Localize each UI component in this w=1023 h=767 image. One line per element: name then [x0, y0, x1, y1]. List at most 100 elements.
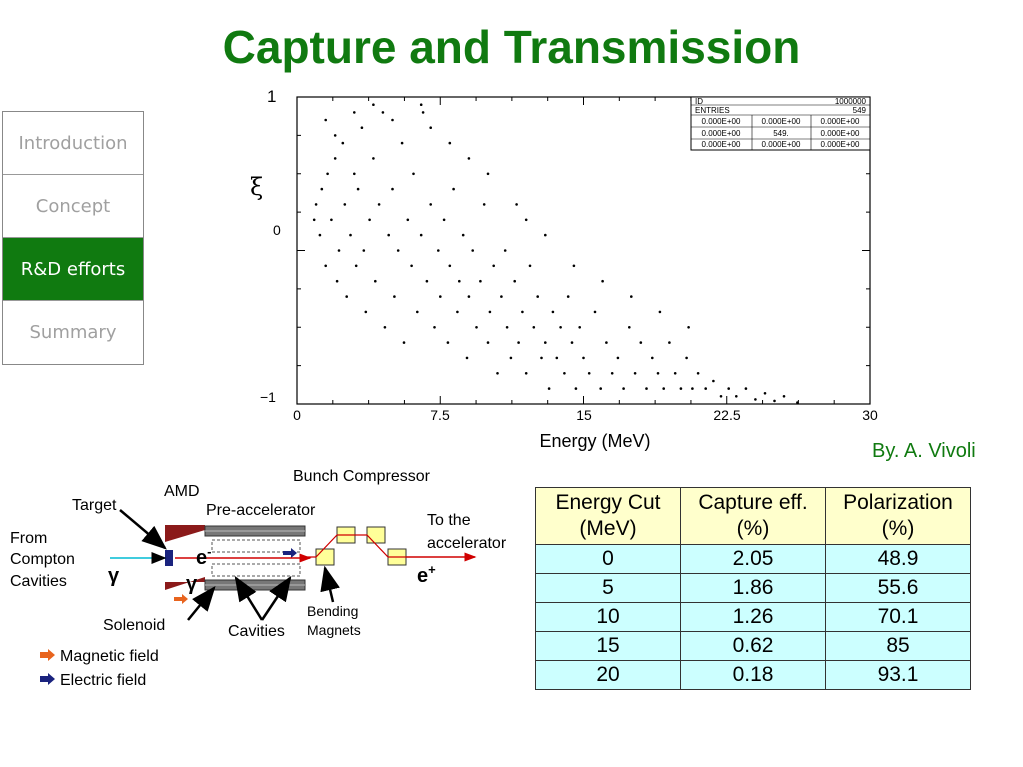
stats-entries-value: 549 [853, 106, 867, 115]
scatter-point [471, 249, 474, 252]
scatter-point [503, 249, 507, 252]
scatter-point [515, 203, 518, 206]
results-table: Energy Cut(MeV) Capture eff.(%) Polariza… [535, 487, 971, 690]
scatter-point [362, 249, 366, 252]
scatter-point [601, 279, 604, 283]
scatter-point [374, 279, 377, 283]
scatter-point [679, 387, 683, 390]
scatter-point [396, 249, 400, 252]
scatter-point [406, 218, 410, 222]
scatter-point [446, 341, 450, 344]
scatter-point [639, 341, 643, 344]
stats-cell: 0.000E+00 [762, 140, 801, 149]
sidebar-item-rd-efforts[interactable]: R&D efforts [3, 238, 143, 301]
scatter-point [668, 341, 671, 344]
scatter-point [599, 387, 602, 390]
cavity-top [211, 539, 301, 553]
stats-cell: 0.000E+00 [702, 117, 741, 126]
header-energy-cut: Energy Cut(MeV) [535, 487, 681, 545]
table-cell: 1.86 [680, 573, 826, 603]
to-the-label: To the [427, 512, 471, 529]
scatter-point [572, 264, 576, 268]
bending-magnet [315, 548, 335, 566]
electric-field-arrow [283, 548, 297, 558]
scatter-point [735, 395, 738, 398]
solenoid-pointer [187, 586, 216, 621]
scatter-point [387, 233, 390, 237]
table-header-row: Energy Cut(MeV) Capture eff.(%) Polariza… [535, 487, 971, 545]
cavities-label: Cavities [228, 623, 285, 640]
scatter-point [555, 356, 559, 360]
scatter-point [622, 387, 625, 390]
scatter-point [452, 187, 455, 191]
scatter-point [719, 395, 723, 398]
scatter-point [524, 218, 528, 222]
scatter-point [593, 310, 597, 314]
scatter-point [486, 172, 490, 176]
compton-cavities-label: Cavities [10, 573, 67, 590]
scatter-point [448, 141, 452, 145]
scatter-point [381, 111, 385, 114]
scatter-point [513, 279, 516, 283]
scatter-point [437, 249, 440, 252]
amd-wedge-bottom [165, 577, 205, 590]
y-axis-label: ξ [250, 173, 263, 201]
scatter-point [425, 279, 429, 283]
scatter-point [402, 341, 406, 344]
sidebar-item-concept[interactable]: Concept [3, 175, 143, 238]
stats-cell: 0.000E+00 [821, 140, 860, 149]
header-capture-eff: Capture eff.(%) [680, 487, 826, 545]
scatter-point [566, 295, 570, 298]
scatter-point [696, 372, 700, 375]
scatter-point [421, 111, 425, 114]
scatter-point [410, 264, 413, 268]
scatter-point [429, 126, 432, 129]
sidebar-nav: Introduction Concept R&D efforts Summary [2, 111, 144, 365]
beamline-diagram: Bunch Compressor AMD Target Pre-accelera… [10, 468, 507, 689]
scatter-point [458, 279, 461, 283]
scatter-point [456, 310, 459, 314]
legend-electric-field: Electric field [60, 672, 146, 689]
target-block [165, 550, 173, 566]
table-cell: 15 [535, 631, 681, 661]
scatter-point [326, 172, 329, 176]
scatter-point [429, 203, 432, 206]
scatter-point [505, 326, 509, 329]
scatter-point [616, 356, 620, 360]
scatter-point [333, 157, 337, 160]
stats-cell: 549. [773, 129, 789, 138]
sidebar-item-introduction[interactable]: Introduction [3, 112, 143, 175]
scatter-point [544, 341, 547, 344]
scatter-point [391, 187, 394, 191]
gamma-out-symbol: γ [186, 573, 198, 595]
stats-cell: 0.000E+00 [821, 129, 860, 138]
from-label: From [10, 530, 47, 547]
bunch-compressor-label: Bunch Compressor [293, 468, 431, 485]
scatter-point [391, 118, 394, 122]
scatter-point [416, 310, 419, 314]
scatter-point [400, 141, 404, 145]
sidebar-item-summary[interactable]: Summary [29, 322, 117, 343]
bending-label: Bending [307, 603, 358, 619]
y-tick-label: −1 [260, 389, 276, 405]
scatter-point [582, 356, 585, 360]
amd-label: AMD [164, 483, 200, 500]
scatter-point [467, 157, 471, 160]
stats-cell: 0.000E+00 [762, 117, 801, 126]
amd-wedge-top [165, 525, 205, 542]
scatter-point [419, 233, 423, 237]
scatter-point [353, 111, 356, 114]
scatter-point [587, 372, 591, 375]
scatter-point [318, 233, 322, 237]
scatter-point [372, 157, 375, 160]
target-label: Target [72, 497, 117, 514]
magnetic-field-legend-icon [40, 649, 55, 661]
tick-marks [296, 96, 871, 405]
table-cell: 0.18 [680, 660, 826, 690]
table-cell: 85 [825, 631, 971, 661]
table-cell: 93.1 [825, 660, 971, 690]
table-cell: 48.9 [825, 544, 971, 574]
page-title: Capture and Transmission [222, 21, 801, 73]
